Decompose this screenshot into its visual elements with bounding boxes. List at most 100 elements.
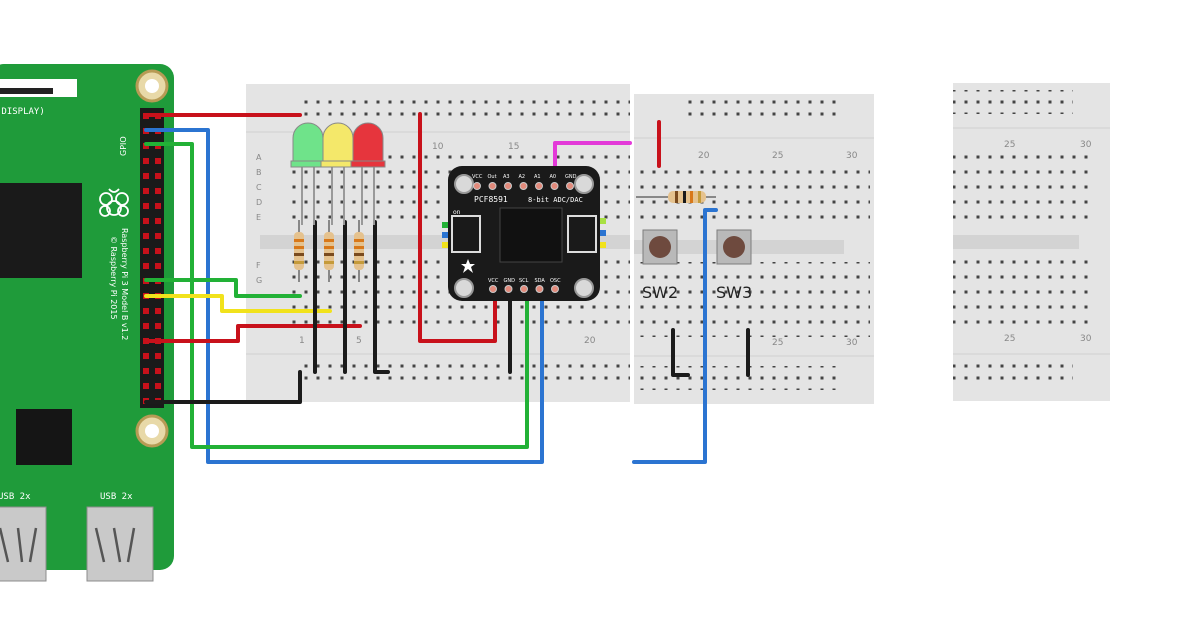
adc-hole-bl xyxy=(454,278,474,298)
adc-pin xyxy=(519,182,528,190)
wire-black-led3 xyxy=(373,220,390,374)
adc-pin-label: VCC xyxy=(472,174,483,180)
leds xyxy=(290,122,386,282)
adc-on-label: on xyxy=(453,209,461,216)
adc-connector-left xyxy=(451,215,481,253)
row-letter: A xyxy=(256,153,262,162)
adc-hole-br xyxy=(574,278,594,298)
gpio-pin xyxy=(155,308,161,314)
switch-sw2 xyxy=(642,229,678,265)
adc-pin-label: A1 xyxy=(534,174,541,180)
mid-col-25: 25 xyxy=(772,151,783,161)
soc-chip xyxy=(0,183,82,278)
adc-pin xyxy=(489,285,497,293)
adc-connector-right xyxy=(567,215,597,253)
wire-red-mid xyxy=(144,324,362,343)
right-col-30-bottom: 30 xyxy=(1080,334,1092,344)
adc-pin-label: A0 xyxy=(550,174,557,180)
mid-col-20: 20 xyxy=(698,151,710,161)
gpio-pin xyxy=(143,233,149,239)
right-col-25-bottom: 25 xyxy=(1004,334,1015,344)
resistor-led-green xyxy=(294,220,304,282)
wire-blue-long xyxy=(144,128,544,464)
gpio-pin xyxy=(155,353,161,359)
gpio-pin xyxy=(155,383,161,389)
gpio-pin xyxy=(143,383,149,389)
adc-pin xyxy=(551,285,559,293)
display-label: (DISPLAY) xyxy=(0,107,45,117)
adc-subtitle: 8-bit ADC/DAC xyxy=(528,196,583,204)
breadboard-right: 25 30 25 30 xyxy=(953,83,1110,401)
right-col-30: 30 xyxy=(1080,140,1092,150)
wire-blue-switch xyxy=(632,208,718,464)
adc-pin-label: OSC xyxy=(550,278,561,284)
wire-green-short xyxy=(144,278,302,298)
wire-black-sw2 xyxy=(671,328,690,377)
gpio-pin xyxy=(155,188,161,194)
gpio-pin xyxy=(143,158,149,164)
wire-black-gnd xyxy=(144,370,302,404)
adc-pin xyxy=(473,182,481,190)
usb-label-2: USB 2x xyxy=(100,492,133,502)
led-red xyxy=(350,122,386,225)
adc-pin-label: SCL xyxy=(519,278,529,284)
model-text: Raspberry Pi 3 Model B v1.2 xyxy=(120,228,129,340)
gpio-pin xyxy=(155,203,161,209)
gpio-header xyxy=(140,108,164,408)
mid-col-30-bottom: 30 xyxy=(846,338,858,348)
gpio-pin xyxy=(143,173,149,179)
adc-pin-label: SDA xyxy=(535,278,546,284)
row-letter: C xyxy=(256,183,262,192)
adc-pin xyxy=(520,285,528,293)
wire-green-long xyxy=(144,142,529,449)
adc-pin-label: Out xyxy=(488,174,497,180)
adc-pin-label: A2 xyxy=(519,174,526,180)
gpio-pin xyxy=(155,323,161,329)
gpio-pin xyxy=(155,158,161,164)
adc-pin xyxy=(488,182,497,190)
column-number: 20 xyxy=(584,336,596,346)
row-letter: E xyxy=(256,213,261,222)
gpio-pin xyxy=(143,188,149,194)
usb-label-1: USB 2x xyxy=(0,492,31,502)
adc-pin xyxy=(504,285,513,293)
gpio-pin xyxy=(143,203,149,209)
column-number: 15 xyxy=(508,142,519,152)
sw2-label: SW2 xyxy=(642,283,678,302)
gpio-pin xyxy=(143,368,149,374)
resistor-pullup xyxy=(636,191,716,203)
adc-pin xyxy=(550,182,559,190)
gpio-pin xyxy=(143,353,149,359)
gpio-pin xyxy=(155,218,161,224)
adc-pin-label: GND xyxy=(565,174,577,180)
gpio-pin xyxy=(143,248,149,254)
resistor-led-yellow xyxy=(324,220,334,282)
gpio-pin xyxy=(143,308,149,314)
sw3-label: SW3 xyxy=(716,283,752,302)
led-yellow xyxy=(320,122,356,225)
resistor-led-red xyxy=(354,220,364,282)
row-letter: B xyxy=(256,168,262,177)
gpio-pin xyxy=(155,248,161,254)
adc-hole-tr xyxy=(574,174,594,194)
gpio-pin xyxy=(143,323,149,329)
mid-col-30: 30 xyxy=(846,151,858,161)
raspberry-logo-icon xyxy=(99,188,129,217)
raspberry-pi-board: (DISPLAY) GPIO Raspberry Pi 3 Model B v1… xyxy=(0,64,174,582)
row-letter: D xyxy=(256,198,262,207)
switch-sw3 xyxy=(716,229,752,265)
gpio-pin xyxy=(155,173,161,179)
gpio-pin xyxy=(143,263,149,269)
adc-pin-label: A3 xyxy=(503,174,510,180)
adafruit-star-icon xyxy=(461,259,475,273)
wire-red-adc-vcc xyxy=(418,112,497,343)
mid-col-25-bottom: 25 xyxy=(772,338,783,348)
copyright-text: © Raspberry Pi 2015 xyxy=(109,236,118,320)
gpio-pin xyxy=(155,368,161,374)
gpio-pin xyxy=(143,218,149,224)
adc-pin xyxy=(504,182,512,190)
